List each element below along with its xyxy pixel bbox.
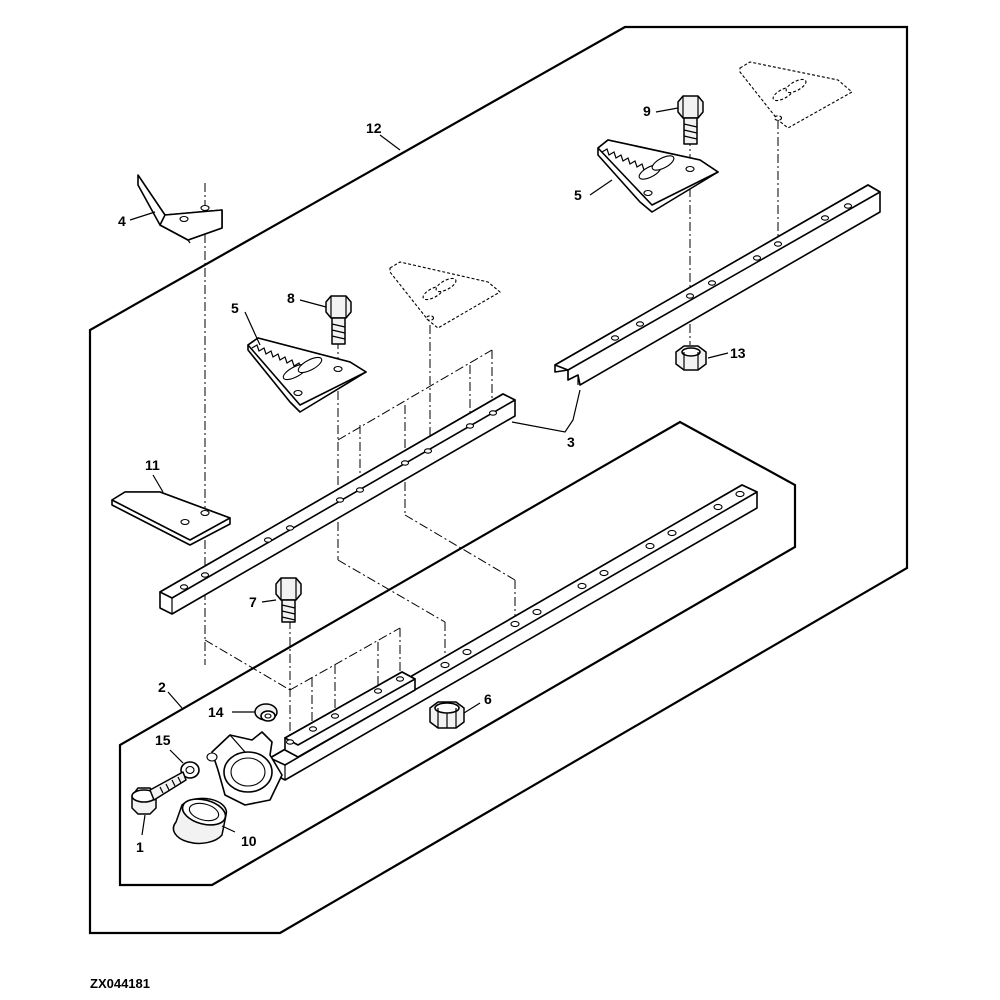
part-2-knife-back	[269, 484, 758, 781]
callout-10: 10	[241, 833, 257, 849]
part-9-bolt	[677, 95, 704, 145]
part-10-bushing	[172, 797, 228, 845]
callout-11: 11	[145, 457, 160, 473]
callout-14: 14	[208, 704, 224, 720]
callout-3: 3	[567, 434, 575, 450]
part-14-fitting	[254, 703, 278, 722]
part-1-cap-screw	[131, 771, 187, 815]
callout-2: 2	[158, 679, 166, 695]
part-6-nut	[429, 701, 465, 729]
ghost-knife-section-middle	[389, 261, 501, 329]
group-outline-2	[118, 420, 797, 887]
part-8-bolt	[325, 295, 352, 345]
group-outline-12	[88, 25, 909, 935]
part-3-bar-right	[554, 184, 881, 386]
part-3-bar-left	[159, 393, 516, 615]
callout-5-middle: 5	[231, 300, 239, 316]
knife-head-clamp	[206, 731, 283, 806]
callout-7: 7	[249, 594, 257, 610]
part-15-washer	[180, 761, 200, 779]
callout-12: 12	[366, 120, 382, 136]
part-5-knife-section-middle	[247, 337, 367, 413]
callout-4: 4	[118, 213, 126, 229]
part-4-plate	[137, 174, 223, 244]
callout-1: 1	[136, 839, 144, 855]
callout-5-right: 5	[574, 187, 582, 203]
callout-15: 15	[155, 732, 171, 748]
figure-code: ZX044181	[90, 976, 150, 991]
callout-9: 9	[643, 103, 651, 119]
part-7-bolt	[275, 577, 302, 623]
ghost-knife-section-right	[739, 61, 853, 129]
part-13-nut	[675, 345, 707, 371]
part-11-plate	[111, 491, 231, 546]
callout-13: 13	[730, 345, 746, 361]
callout-8: 8	[287, 290, 295, 306]
part-5-knife-section-right	[597, 139, 719, 213]
callout-6: 6	[484, 691, 492, 707]
leader-lines	[129, 107, 729, 836]
